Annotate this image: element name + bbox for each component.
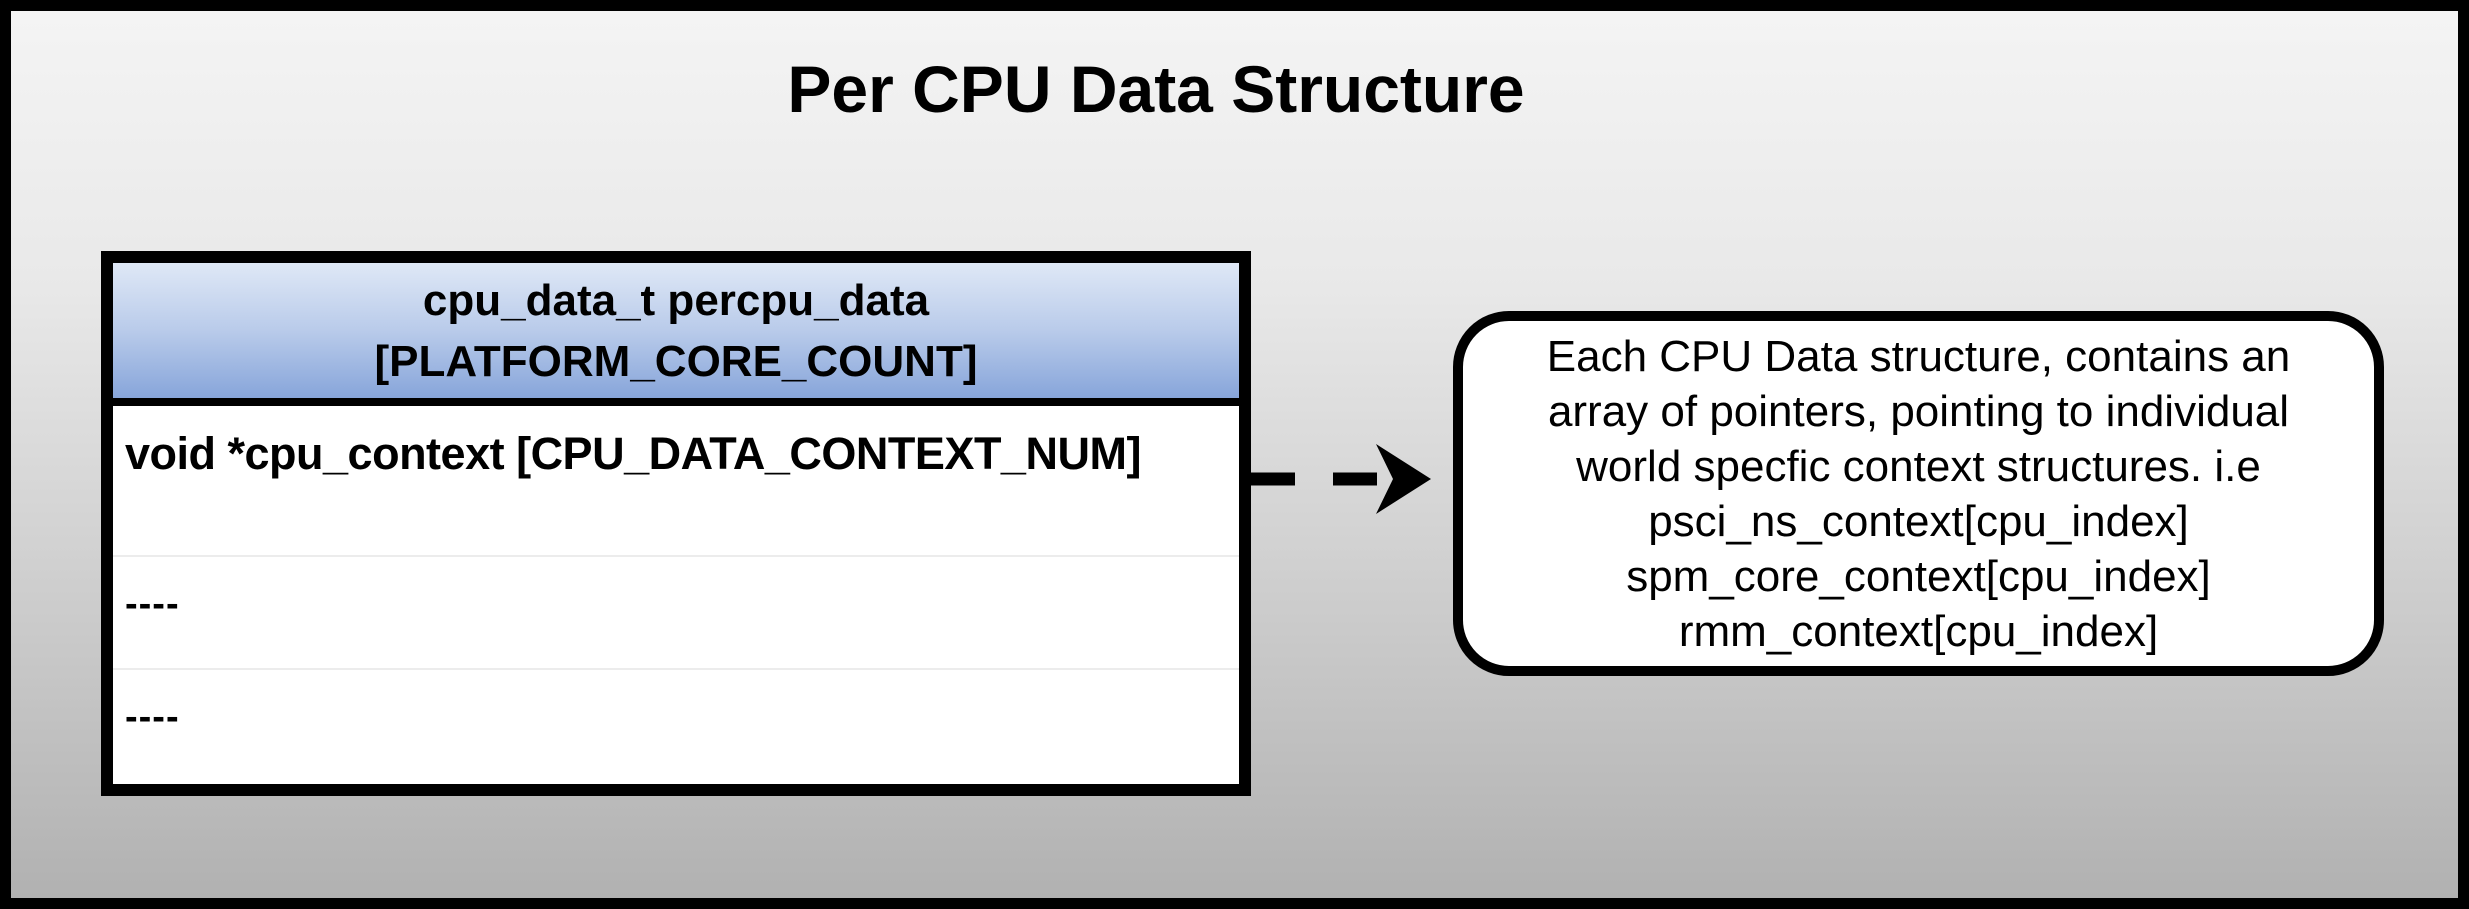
dashed-arrow (1251, 444, 1431, 514)
callout-line: psci_ns_context[cpu_index] (1648, 496, 2189, 546)
cpu-data-struct-table: cpu_data_t percpu_data [PLATFORM_CORE_CO… (101, 251, 1251, 796)
table-row-placeholder-2: ---- (125, 696, 180, 738)
table-header: cpu_data_t percpu_data [PLATFORM_CORE_CO… (113, 263, 1239, 406)
table-row-cpu-context: void *cpu_context [CPU_DATA_CONTEXT_NUM] (113, 406, 1239, 557)
table-header-line2: [PLATFORM_CORE_COUNT] (374, 336, 978, 386)
diagram-title: Per CPU Data Structure (787, 52, 1525, 126)
callout-line: array of pointers, pointing to individua… (1547, 386, 2290, 436)
callout-line: rmm_context[cpu_index] (1678, 606, 2159, 656)
callout-line: spm_core_context[cpu_index] (1626, 551, 2211, 601)
callout-line: world specfic context structures. i.e (1576, 441, 2261, 491)
callout-note: Each CPU Data structure, contains an arr… (1453, 311, 2384, 676)
callout-line: Each CPU Data structure, contains an (1546, 331, 2291, 381)
arrowhead-icon (1376, 444, 1431, 514)
table-header-line1: cpu_data_t percpu_data (422, 275, 930, 325)
table-row-placeholder-1: ---- (113, 557, 1239, 670)
